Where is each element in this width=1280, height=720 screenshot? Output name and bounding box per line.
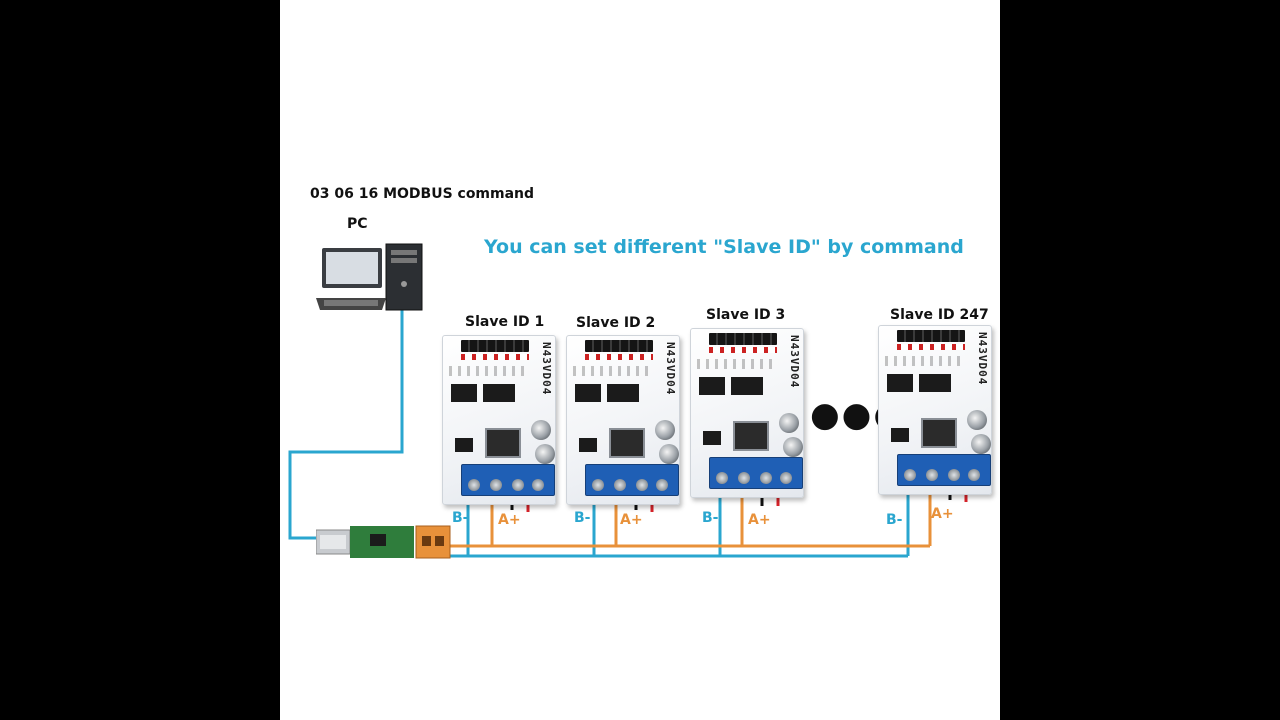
slave-board-1: N43VD04 [442,335,556,505]
diagram-canvas: 03 06 16 MODBUS command PC You can set d… [280,0,1000,720]
slave-id-3-label: Slave ID 3 [706,307,786,323]
pc-usb-cable [288,308,404,540]
a-plus-label: A+ [748,512,771,528]
b-minus-label: B- [452,510,469,526]
board-model-label: N43VD04 [540,342,553,396]
board-model-label: N43VD04 [664,342,677,396]
b-minus-label: B- [886,512,903,528]
slave-board-3: N43VD04 [690,328,804,498]
board-model-label: N43VD04 [976,332,989,386]
slave-board-2: N43VD04 [566,335,680,505]
b-minus-label: B- [702,510,719,526]
usb-rs485-converter [316,525,451,559]
slave-id-247-label: Slave ID 247 [890,307,989,323]
slave-board-247: N43VD04 [878,325,992,495]
a-plus-label: A+ [620,512,643,528]
b-minus-label: B- [574,510,591,526]
a-plus-label: A+ [498,512,521,528]
headline: You can set different "Slave ID" by comm… [484,236,964,258]
slave-id-2-label: Slave ID 2 [576,315,656,331]
pc-label: PC [347,216,368,232]
computer-icon [316,243,423,311]
command-label: 03 06 16 MODBUS command [310,186,535,202]
board-model-label: N43VD04 [788,335,801,389]
slave-id-1-label: Slave ID 1 [465,314,545,330]
a-plus-label: A+ [931,506,954,522]
